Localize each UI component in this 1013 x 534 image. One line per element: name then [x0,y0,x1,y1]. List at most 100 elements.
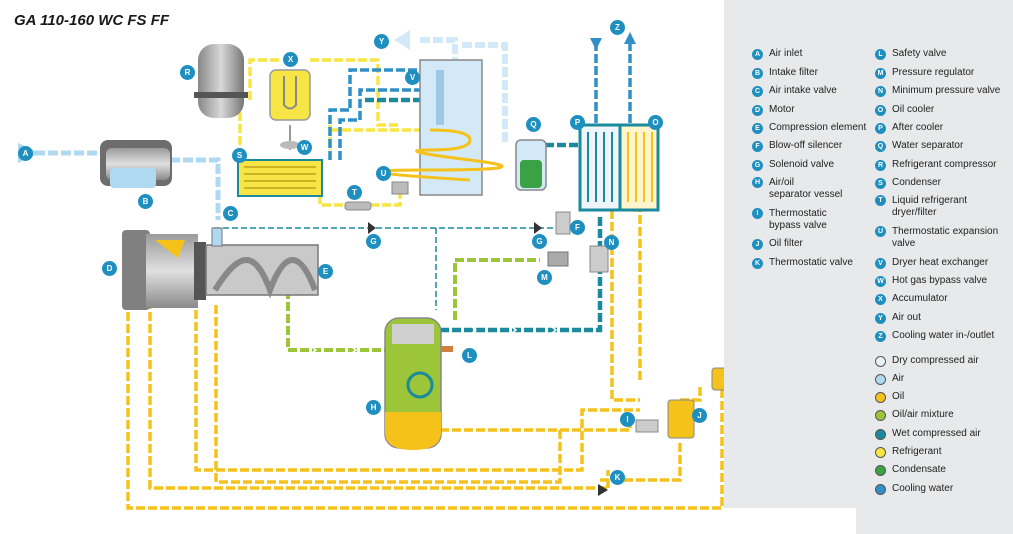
media-oil: Oil [875,391,904,403]
legend-item-k: K Thermostatic valve [752,257,853,269]
legend-badge: O [875,104,886,116]
hot-gas-bypass-valve [280,125,300,150]
water-separator [515,139,547,191]
legend-badge: U [875,226,886,237]
refrigerant-compressor [194,44,248,118]
legend-item-y: Y Air out [875,312,921,324]
label-s: S [232,148,247,163]
label-z: Z [610,20,625,35]
media-label: Cooling water [892,483,954,494]
label-t: T [347,185,362,200]
legend-label: After cooler [892,122,944,133]
label-a: A [18,146,33,161]
flow-chevrons [311,326,558,354]
legend-label: Oil cooler [892,104,935,115]
media-label: Condensate [892,464,946,475]
label-k: K [610,470,625,485]
label-v: V [405,70,420,85]
accumulator [269,69,311,121]
label-d: D [102,261,117,276]
legend-label: Cooling water in-/outlet [892,330,995,341]
solenoid-valve [534,222,542,234]
label-r: R [180,65,195,80]
legend-badge: E [752,122,763,134]
legend-badge: D [752,104,763,116]
legend-label: Accumulator [892,293,948,304]
legend-label: Thermostatic valve [769,257,853,268]
water-out-arrow [624,32,636,44]
compression-element [205,227,319,299]
media-label: Oil/air mixture [892,409,954,420]
motor [122,230,206,310]
legend-label: Liquid refrigerant dryer/filter [892,195,968,218]
after-cooler [578,123,622,212]
wet-air-thin [214,227,560,310]
legend-item-u: U Thermostatic expansion valve [875,226,998,250]
legend-badge: P [875,122,886,134]
label-m: M [537,270,552,285]
oil-air-lines [286,258,540,352]
solenoid-valve [368,222,376,234]
legend-item-o: O Oil cooler [875,104,934,116]
legend-badge: K [752,257,763,269]
dry-air-lines [420,37,508,145]
legend-badge: V [875,257,886,269]
legend-badge: H [752,177,763,188]
media-wet-compressed-air: Wet compressed air [875,428,981,440]
media-air: Air [875,373,904,385]
label-u: U [376,166,391,181]
label-p: P [570,115,585,130]
label-g2: G [532,234,547,249]
legend-label: Solenoid valve [769,159,835,170]
legend-badge: F [752,140,763,152]
legend-badge: X [875,293,886,305]
legend-label: Air/oil separator vessel [769,177,843,200]
media-label: Wet compressed air [892,428,981,439]
diagram-title: GA 110-160 WC FS FF [14,12,170,29]
legend-label: Intake filter [769,67,818,78]
separator-vessel [384,317,442,450]
legend-item-b: B Intake filter [752,67,818,79]
legend-label: Blow-off silencer [769,140,843,151]
legend-label: Motor [769,104,795,115]
legend-badge: Y [875,312,886,324]
legend-label: Thermostatic expansion valve [892,226,999,249]
legend-label: Oil filter [769,238,803,249]
air-out-arrow [394,30,410,50]
oil-cooler [618,123,660,212]
oil-filter [667,399,695,439]
air-lines [35,150,221,220]
legend-label: Minimum pressure valve [892,85,1001,96]
legend-badge: L [875,48,886,60]
media-swatch [875,464,886,476]
legend-label: Refrigerant compressor [892,159,997,170]
label-x: X [283,52,298,67]
legend-label: Air intake valve [769,85,837,96]
legend-badge: C [752,85,763,97]
media-swatch [875,355,886,367]
label-l: L [462,348,477,363]
label-i: I [620,412,635,427]
label-y: Y [374,34,389,49]
legend-label: Air out [892,312,921,323]
legend-badge: B [752,67,763,79]
label-o: O [648,115,663,130]
intake-filter [100,140,172,188]
legend-item-c: C Air intake valve [752,85,837,97]
label-f: F [570,220,585,235]
label-j: J [692,408,707,423]
media-label: Dry compressed air [892,355,979,366]
dryer-heat-exchanger [377,59,504,196]
legend-badge: M [875,67,886,79]
media-swatch [875,483,886,495]
